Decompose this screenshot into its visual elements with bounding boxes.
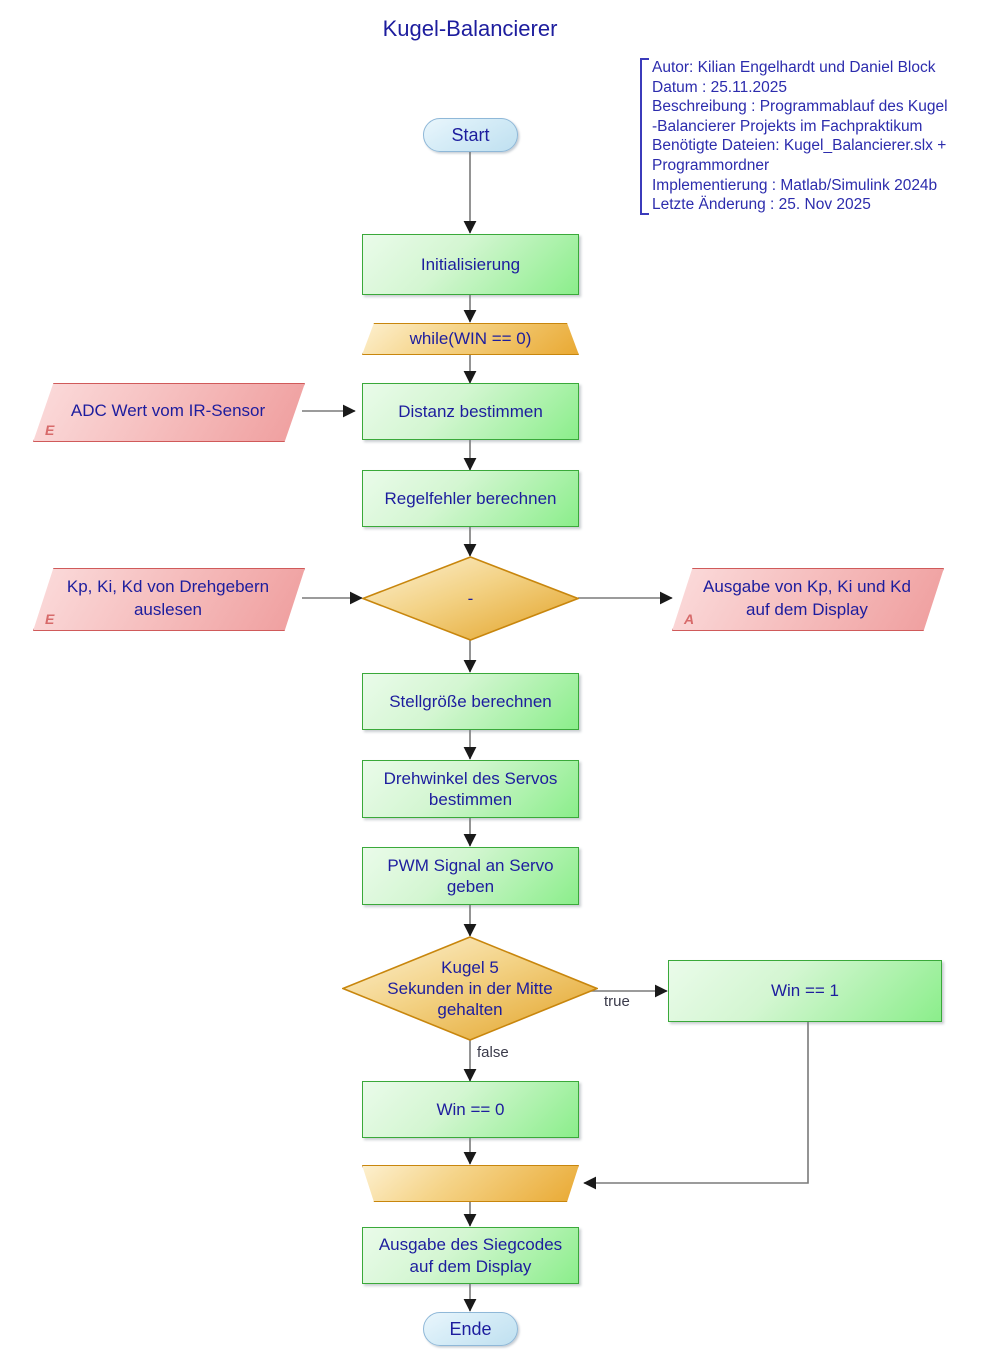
node-start-label: Start [451,124,490,145]
node-decision-kugel-mitte[interactable]: Kugel 5 Sekunden in der Mitte gehalten [342,936,598,1041]
node-ende[interactable]: Ende [423,1312,518,1346]
info-line-modified: Letzte Änderung : 25. Nov 2025 [652,196,871,214]
info-line-author: Autor: Kilian Engelhardt und Daniel Bloc… [652,59,936,76]
node-pwm-signal[interactable]: PWM Signal an Servo geben [362,847,579,905]
info-line-desc-2: -Balancierer Projekts im Fachpraktikum [652,117,923,135]
edge-label-false: false [477,1044,509,1061]
document-info-block: Autor: Kilian Engelhardt und Daniel Bloc… [640,58,990,215]
node-win-eq-0[interactable]: Win == 0 [362,1081,579,1138]
decision-diamond-shape [362,556,579,641]
node-input-pid-label: Kp, Ki, Kd von Drehgebern auslesen [66,577,270,619]
node-start[interactable]: Start [423,118,518,152]
info-line-files-1: Benötigte Dateien: Kugel_Balancierer.slx… [652,137,947,155]
io-marker-e: E [45,422,55,438]
node-win-eq-1[interactable]: Win == 1 [668,960,942,1022]
input-parallelogram-shape [33,383,305,442]
page-title: Kugel-Balancierer [382,16,558,41]
node-drehwinkel-label: Drehwinkel des Servos bestimmen [383,768,558,809]
decision-diamond-shape [342,936,598,1041]
node-decision-pid[interactable]: - [362,556,579,641]
node-input-adc-label: ADC Wert vom IR-Sensor [70,401,266,421]
node-loop-start-while[interactable]: while(WIN == 0) [362,323,579,355]
node-pwm-label: PWM Signal an Servo geben [387,855,554,896]
node-stellgroesse-label: Stellgröße berechnen [389,691,552,711]
node-decision-pid-label: - [467,588,474,608]
node-stellgroesse-berechnen[interactable]: Stellgröße berechnen [362,673,579,730]
info-line-date: Datum : 25.11.2025 [652,78,787,96]
input-parallelogram-shape [33,568,305,631]
node-win-eq-1-label: Win == 1 [770,981,840,1001]
io-marker-e: E [45,611,55,627]
node-output-pid-display[interactable]: Ausgabe von Kp, Ki und Kd auf dem Displa… [672,568,944,631]
node-ausgabe-siegcode-label: Ausgabe des Siegcodes auf dem Display [378,1235,563,1276]
node-output-pid-label: Ausgabe von Kp, Ki und Kd auf dem Displa… [703,577,911,619]
node-distanz-label: Distanz bestimmen [398,401,543,421]
edge-label-true: true [604,993,630,1010]
info-line-impl: Implementierung : Matlab/Simulink 2024b [652,176,938,194]
node-loop-end[interactable] [362,1165,579,1202]
node-regelfehler-berechnen[interactable]: Regelfehler berechnen [362,470,579,527]
info-line-desc-1: Beschreibung : Programmablauf des Kugel [652,98,948,116]
output-parallelogram-shape [672,568,944,631]
info-line-files-2: Programmordner [652,156,770,174]
node-ausgabe-siegcode[interactable]: Ausgabe des Siegcodes auf dem Display [362,1227,579,1284]
node-decision-kugel-label: Kugel 5 Sekunden in der Mitte gehalten [387,957,553,1020]
node-input-pid-werte[interactable]: Kp, Ki, Kd von Drehgebern auslesen E [33,568,305,631]
node-distanz-bestimmen[interactable]: Distanz bestimmen [362,383,579,440]
node-initialisierung[interactable]: Initialisierung [362,234,579,295]
node-loop-start-label: while(WIN == 0) [409,329,532,349]
node-initialisierung-label: Initialisierung [420,254,521,274]
node-ende-label: Ende [449,1318,492,1339]
node-win-eq-0-label: Win == 0 [436,1099,505,1119]
io-marker-a: A [684,611,695,627]
node-regelfehler-label: Regelfehler berechnen [384,488,557,508]
node-drehwinkel-bestimmen[interactable]: Drehwinkel des Servos bestimmen [362,760,579,818]
node-input-adc[interactable]: ADC Wert vom IR-Sensor E [33,383,305,442]
